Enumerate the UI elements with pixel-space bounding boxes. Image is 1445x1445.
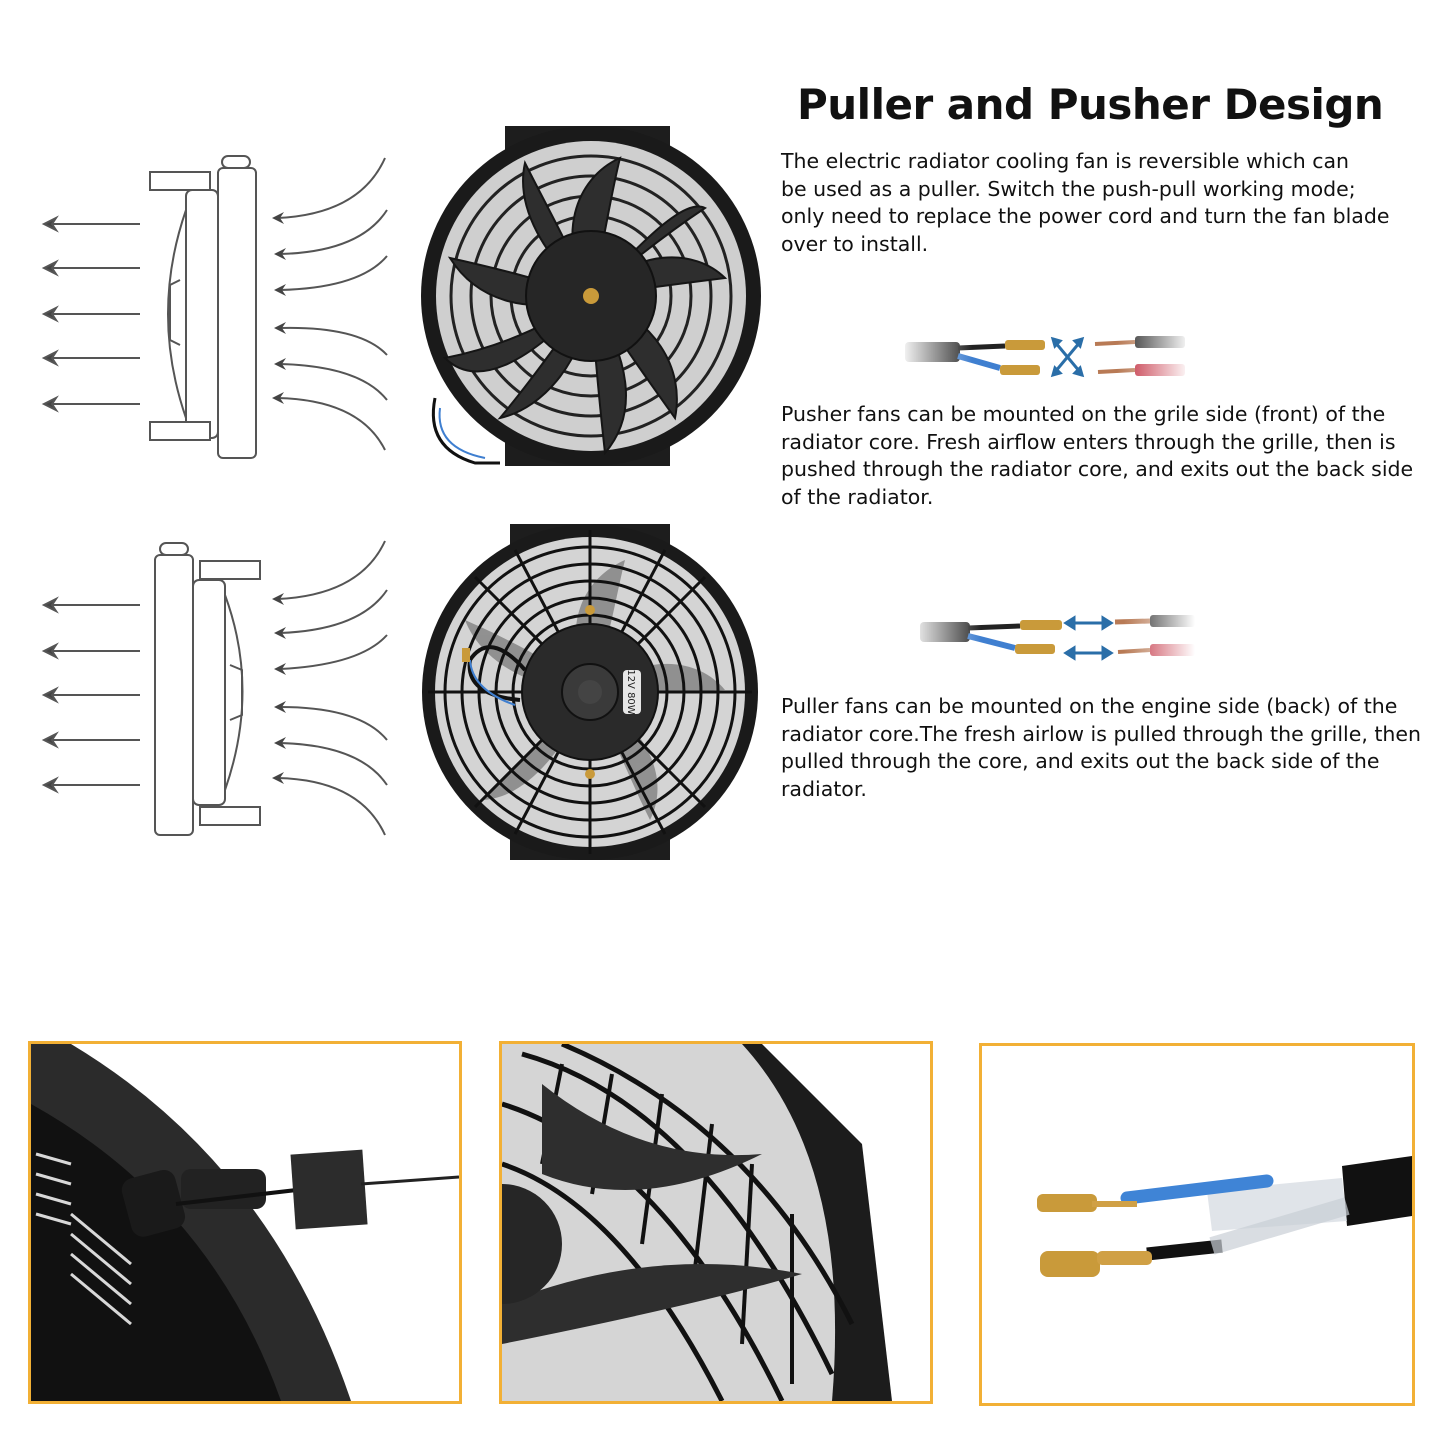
puller-line: radiator core.The fresh airlow is pulled… — [781, 721, 1422, 746]
outflow-arrows — [41, 596, 140, 794]
intro-line: be used as a puller. Switch the push-pul… — [781, 176, 1356, 201]
puller-line: Puller fans can be mounted on the engine… — [781, 694, 1398, 718]
motor-rating-label: 12V 80W — [625, 669, 636, 714]
outflow-arrows — [41, 215, 140, 413]
straight-wiring-illustration — [910, 608, 1195, 663]
mounting-kit-photo — [28, 1041, 462, 1404]
pusher-line: pushed through the radiator core, and ex… — [781, 457, 1414, 481]
fan-blade-photo — [499, 1041, 933, 1404]
pusher-airflow-diagram — [30, 150, 400, 470]
puller-line: radiator. — [781, 776, 867, 801]
page-title: Puller and Pusher Design — [797, 80, 1384, 129]
puller-paragraph: Puller fans can be mounted on the engine… — [781, 693, 1436, 803]
intro-line: over to install. — [781, 231, 929, 256]
pusher-paragraph: Pusher fans can be mounted on the grile … — [781, 401, 1436, 511]
wire-connector-photo — [979, 1043, 1415, 1406]
puller-line: pulled through the core, and exits out t… — [781, 749, 1380, 773]
intro-paragraph: The electric radiator cooling fan is rev… — [781, 148, 1431, 258]
pusher-fan-photo — [405, 118, 780, 478]
inflow-arrows — [277, 540, 388, 836]
inflow-arrows — [277, 157, 388, 451]
pusher-line: radiator core. Fresh airflow enters thro… — [781, 429, 1396, 454]
crossed-wiring-illustration — [900, 330, 1190, 385]
pusher-line: of the radiator. — [781, 484, 934, 509]
puller-airflow-diagram — [30, 535, 400, 845]
intro-line: only need to replace the power cord and … — [781, 204, 1390, 228]
pusher-line: Pusher fans can be mounted on the grile … — [781, 402, 1386, 426]
intro-line: The electric radiator cooling fan is rev… — [781, 149, 1350, 173]
puller-fan-photo: 12V 80W — [410, 520, 780, 865]
